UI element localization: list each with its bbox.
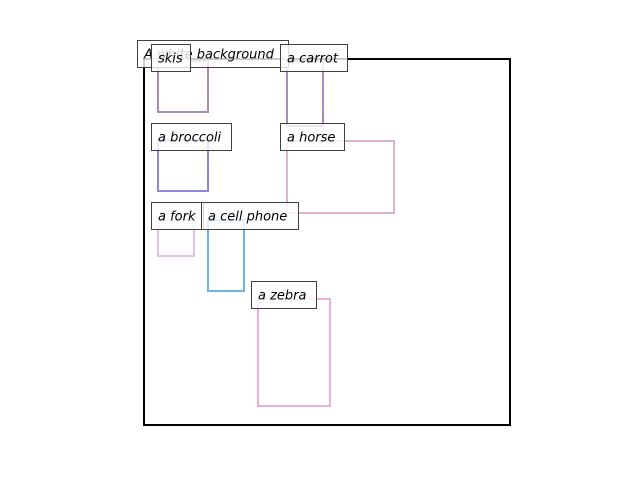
label-carrot-text: a carrot	[287, 52, 339, 67]
label-horse-text: a horse	[287, 131, 335, 146]
label-cell-phone: a cell phone	[201, 202, 299, 230]
object-labels: skis a carrot a broccoli a horse a fork …	[151, 44, 348, 309]
label-skis-text: skis	[158, 52, 183, 67]
label-cell-phone-text: a cell phone	[208, 210, 287, 225]
label-zebra-text: a zebra	[258, 289, 307, 304]
label-zebra: a zebra	[251, 281, 317, 309]
label-skis-box	[151, 44, 191, 72]
label-horse-box	[280, 123, 345, 151]
label-zebra-box	[251, 281, 317, 309]
scene-canvas	[143, 58, 511, 426]
label-broccoli-box	[151, 123, 232, 151]
label-horse: a horse	[280, 123, 345, 151]
label-fork-text: a fork	[158, 210, 196, 225]
label-carrot: a carrot	[280, 44, 348, 72]
label-broccoli-text: a broccoli	[158, 131, 222, 146]
label-skis: skis	[151, 44, 191, 72]
label-broccoli: a broccoli	[151, 123, 232, 151]
label-carrot-box	[280, 44, 348, 72]
label-fork: a fork	[151, 202, 204, 230]
label-cell-phone-box	[201, 202, 299, 230]
